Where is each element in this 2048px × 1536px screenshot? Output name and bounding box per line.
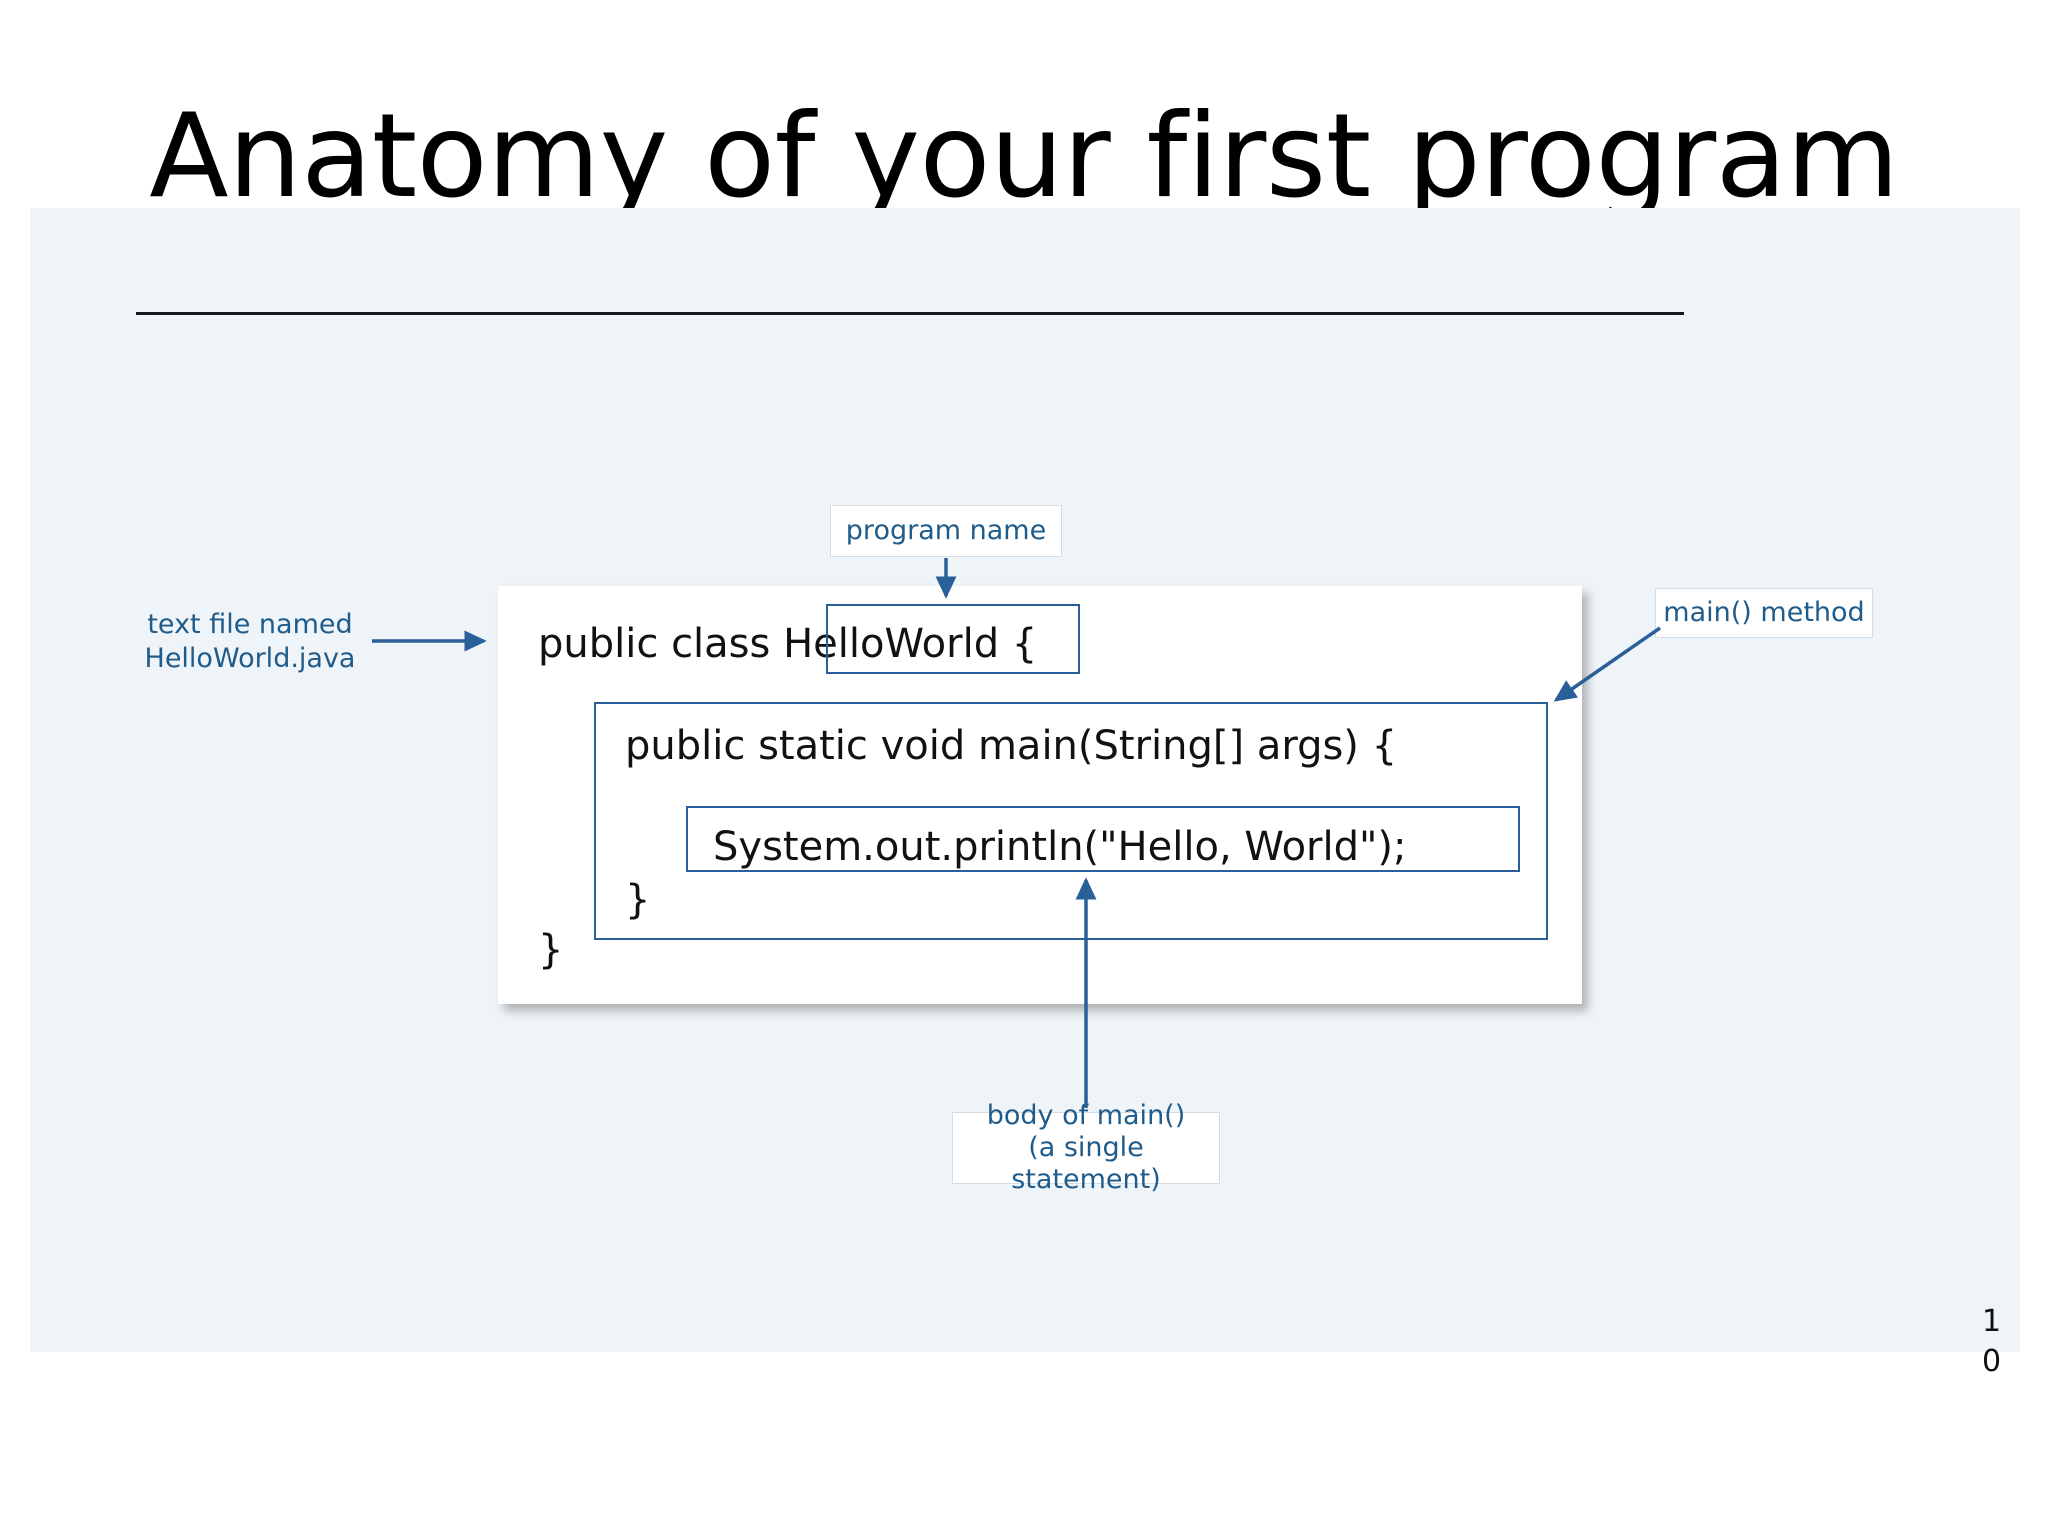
code-line-println-statement: System.out.println("Hello, World");: [713, 824, 1407, 870]
code-line-class-declaration: public class HelloWorld {: [538, 621, 1038, 667]
highlight-box-body-of-main: [686, 806, 1520, 872]
highlight-box-program-name: [826, 604, 1080, 674]
callout-text-file-line1: text file named: [147, 609, 353, 640]
callout-body-of-main-line2: (a single statement): [1011, 1132, 1161, 1195]
code-line-closing-brace-class: }: [538, 927, 564, 973]
code-line-closing-brace-main: }: [625, 877, 651, 923]
code-line-main-signature: public static void main(String[] args) {: [625, 723, 1398, 769]
callout-main-method: main() method: [1655, 588, 1873, 638]
callout-body-of-main-line1: body of main(): [986, 1100, 1186, 1132]
callout-program-name-label: program name: [845, 515, 1047, 547]
callout-body-of-main: body of main() (a single statement): [952, 1100, 1220, 1195]
highlight-box-main-method: [594, 702, 1548, 940]
callout-text-file: text file named HelloWorld.java: [135, 608, 365, 676]
page-number: 10: [1982, 1304, 2002, 1380]
page-title: Anatomy of your first program: [149, 88, 1899, 224]
title-divider: [136, 312, 1684, 315]
callout-text-file-line2: HelloWorld.java: [144, 642, 356, 674]
callout-main-method-label: main() method: [1663, 597, 1865, 629]
callout-program-name: program name: [830, 505, 1062, 557]
code-card: [498, 586, 1582, 1004]
